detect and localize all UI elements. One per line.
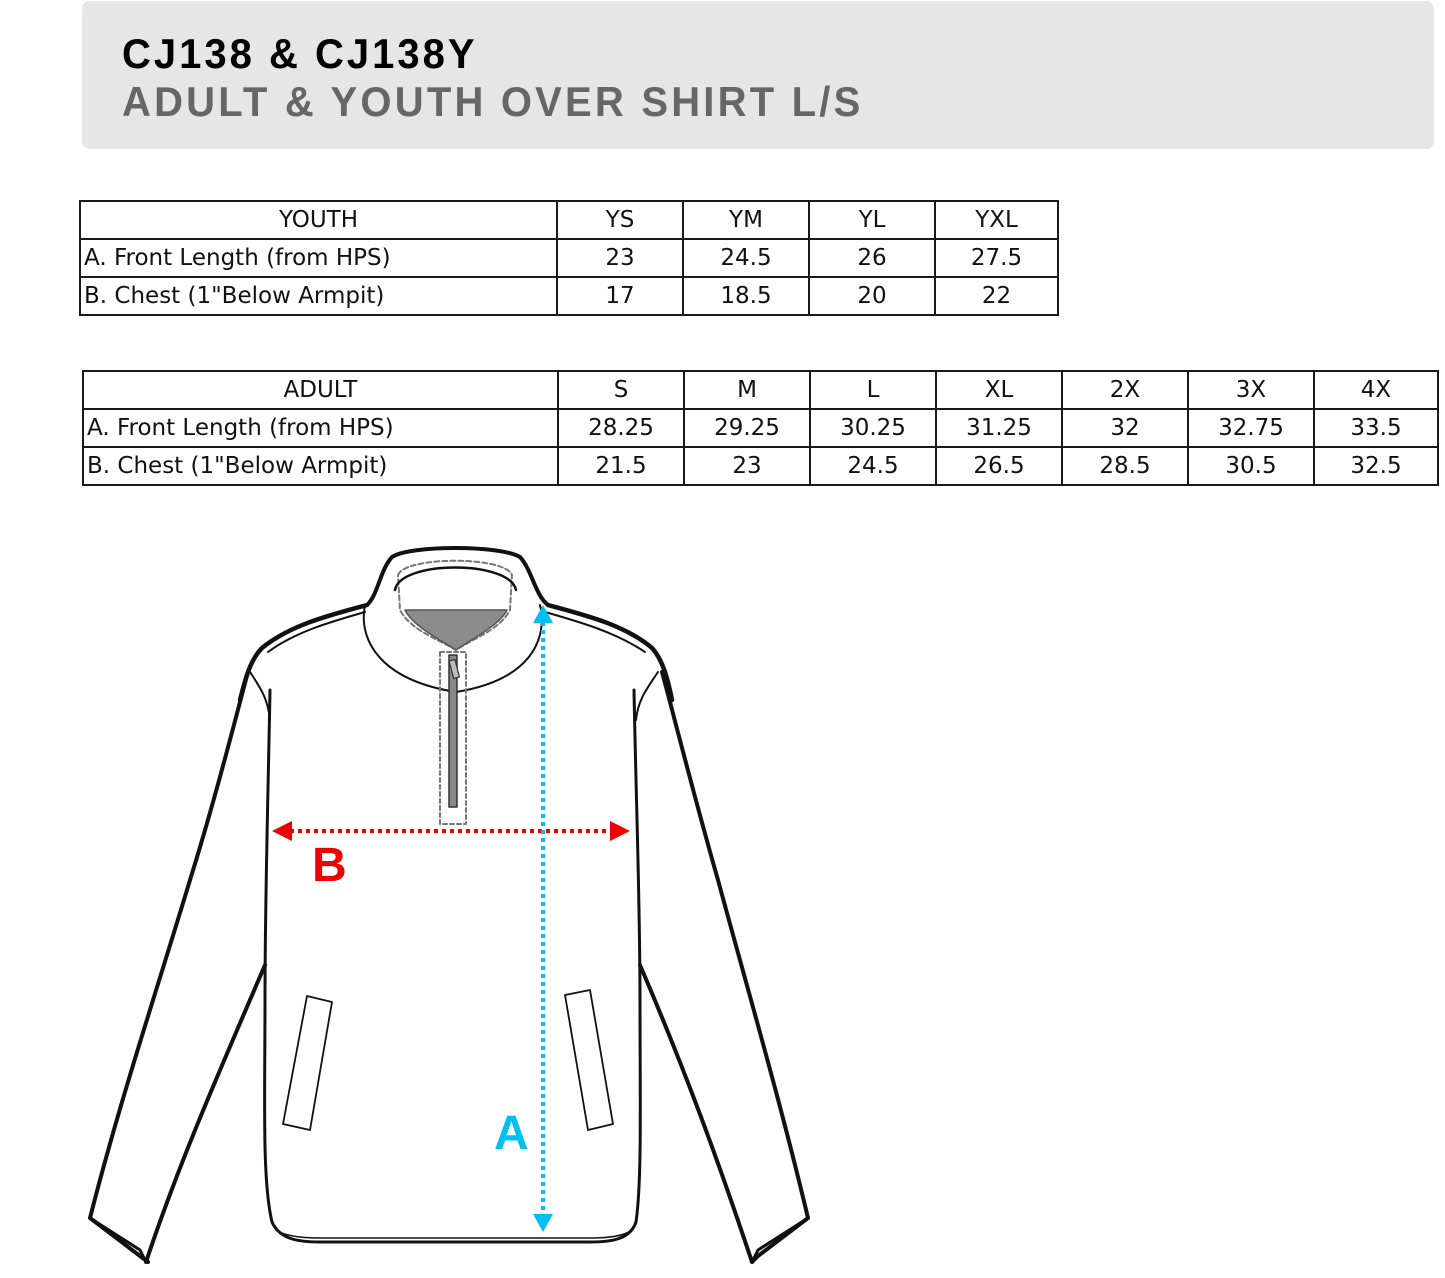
table-cell: 21.5 <box>557 446 685 486</box>
table-cell: 24.5 <box>682 238 810 278</box>
table-cell: 30.25 <box>809 408 937 448</box>
size-header: S <box>557 370 685 410</box>
size-header: 3X <box>1187 370 1315 410</box>
table-cell: 17 <box>556 276 684 316</box>
table-cell: 23 <box>556 238 684 278</box>
row-label-front-length: A. Front Length (from HPS) <box>82 408 559 448</box>
measure-a-arrow <box>533 605 553 1232</box>
table-row: B. Chest (1"Below Armpit) 21.5 23 24.5 2… <box>82 446 1439 486</box>
table-cell: 32.5 <box>1313 446 1439 486</box>
collar-outline <box>365 546 550 607</box>
right-pocket <box>564 989 614 1131</box>
header-banner <box>82 1 1434 149</box>
product-name-subtitle: ADULT & YOUTH OVER SHIRT L/S <box>122 79 864 126</box>
row-label-chest: B. Chest (1"Below Armpit) <box>82 446 559 486</box>
table-header-row: YOUTH YS YM YL YXL <box>79 200 1059 240</box>
table-cell: 20 <box>808 276 936 316</box>
table-cell: 28.25 <box>557 408 685 448</box>
row-label-front-length: A. Front Length (from HPS) <box>79 238 558 278</box>
table-cell: 31.25 <box>935 408 1063 448</box>
table-cell: 28.5 <box>1061 446 1189 486</box>
table-row: A. Front Length (from HPS) 23 24.5 26 27… <box>79 238 1059 278</box>
table-cell: 30.5 <box>1187 446 1315 486</box>
measure-a-label: A <box>494 1107 529 1160</box>
size-header: YL <box>808 200 936 240</box>
zipper-icon <box>448 654 458 808</box>
table-row: A. Front Length (from HPS) 28.25 29.25 3… <box>82 408 1439 448</box>
table-cell: 33.5 <box>1313 408 1439 448</box>
jacket-measurement-diagram <box>88 546 810 1264</box>
table-cell: 27.5 <box>934 238 1059 278</box>
group-label-adult: ADULT <box>82 370 559 410</box>
table-cell: 24.5 <box>809 446 937 486</box>
table-row: B. Chest (1"Below Armpit) 17 18.5 20 22 <box>79 276 1059 316</box>
table-cell: 26.5 <box>935 446 1063 486</box>
size-header: 4X <box>1313 370 1439 410</box>
table-header-row: ADULT S M L XL 2X 3X 4X <box>82 370 1439 410</box>
size-header: L <box>809 370 937 410</box>
group-label-youth: YOUTH <box>79 200 558 240</box>
table-cell: 32 <box>1061 408 1189 448</box>
zipper-placket <box>439 651 467 825</box>
measure-b-arrow <box>272 821 630 841</box>
product-code-title: CJ138 & CJ138Y <box>122 31 478 78</box>
youth-size-table: YOUTH YS YM YL YXL A. Front Length (from… <box>79 200 1059 316</box>
table-cell: 26 <box>808 238 936 278</box>
table-cell: 18.5 <box>682 276 810 316</box>
table-cell: 22 <box>934 276 1059 316</box>
adult-size-table: ADULT S M L XL 2X 3X 4X A. Front Length … <box>82 370 1439 486</box>
row-label-chest: B. Chest (1"Below Armpit) <box>79 276 558 316</box>
left-pocket <box>282 995 333 1131</box>
size-header: M <box>683 370 811 410</box>
size-header: YS <box>556 200 684 240</box>
size-header: YXL <box>934 200 1059 240</box>
size-header: YM <box>682 200 810 240</box>
measure-b-label: B <box>312 839 347 892</box>
size-header: 2X <box>1061 370 1189 410</box>
size-header: XL <box>935 370 1063 410</box>
table-cell: 23 <box>683 446 811 486</box>
table-cell: 29.25 <box>683 408 811 448</box>
table-cell: 32.75 <box>1187 408 1315 448</box>
